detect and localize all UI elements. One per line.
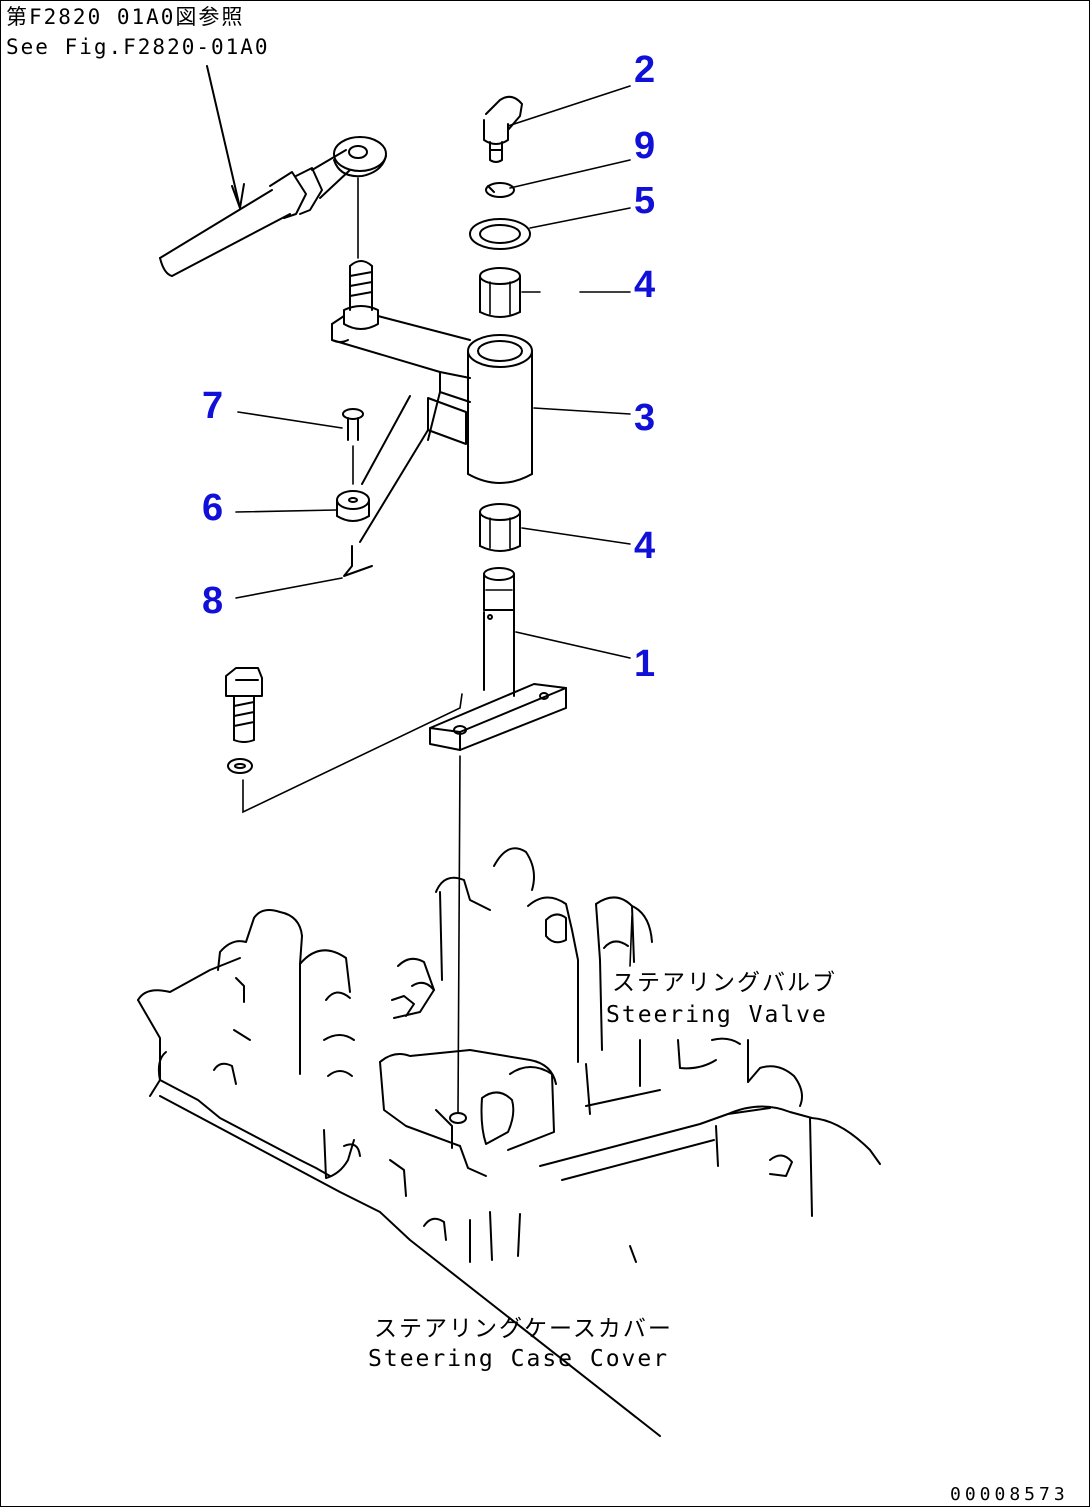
callout-3: 3: [634, 397, 655, 439]
case-cover-label-jp: ステアリングケースカバー: [374, 1316, 673, 1342]
reference-arrow: [206, 65, 245, 209]
washer-part-5: [469, 218, 531, 250]
callout-leaders: [235, 85, 631, 659]
drawing-number: 00008573: [950, 1484, 1069, 1505]
steering-lever: [331, 315, 471, 543]
callout-7: 7: [202, 385, 223, 427]
steering-valve-label-en: Steering Valve: [606, 1002, 828, 1028]
callout-9: 9: [634, 125, 655, 167]
shaft-bracket-part-1: [429, 567, 567, 1113]
bushing-upper-part-4: [479, 267, 521, 318]
lever-bolt: [343, 260, 379, 330]
collar-tube-part-3: [467, 334, 533, 484]
mounting-washer: [227, 693, 463, 814]
reference-jp: 第F2820 01A0図参照: [6, 5, 244, 29]
callout-6: 6: [202, 487, 223, 529]
callout-1: 1: [634, 643, 655, 685]
case-cover-label-en: Steering Case Cover: [368, 1346, 669, 1372]
pin-part-7: [342, 408, 364, 485]
steering-case-assembly: [137, 847, 881, 1437]
callout-2: 2: [634, 49, 655, 91]
steering-valve-leader: [629, 915, 633, 967]
steering-rod: [159, 136, 387, 277]
elbow-fitting-part-2: [483, 95, 523, 163]
callout-8: 8: [202, 580, 223, 622]
steering-valve-label-jp: ステアリングバルブ: [612, 970, 837, 996]
spacer-part-6: [336, 490, 370, 522]
bushing-lower-part-4: [479, 503, 521, 552]
callout-5: 5: [634, 180, 655, 222]
mounting-bolt: [225, 667, 263, 743]
callout-4-lower: 4: [634, 525, 655, 567]
callout-4-upper: 4: [634, 264, 655, 306]
snap-ring-part-9: [485, 182, 515, 198]
reference-en: See Fig.F2820-01A0: [6, 35, 270, 59]
wire-part-8: [343, 545, 373, 577]
